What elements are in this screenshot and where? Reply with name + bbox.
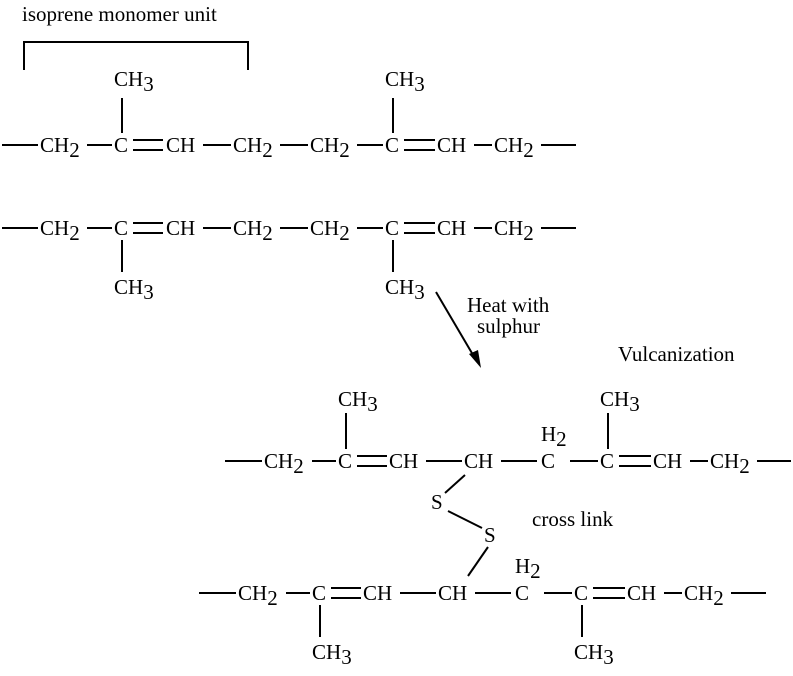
ch-group: CH [627,581,656,605]
ch2-group: CH2 [264,449,304,478]
reaction-arrow-shaft [435,291,477,361]
monomer-unit-bracket [23,41,249,70]
ch3-group: CH3 [385,67,425,96]
carbon-atom: C [312,581,326,605]
ch-group: CH [166,216,195,240]
ch3-group: CH3 [600,387,640,416]
carbon-atom: C [515,581,529,605]
caption-heat-with: Heat with [467,293,550,317]
bond [444,474,466,494]
ch3-group: CH3 [574,640,614,669]
ch-group: CH [438,581,467,605]
polyisoprene-chain-2: CH2 C CH3 CH CH2 CH2 C CH3 CH CH2 [2,216,576,304]
carbon-atom: C [600,449,614,473]
ch2-group: CH2 [233,216,273,245]
carbon-atom: C [385,216,399,240]
ch3-group: CH3 [114,67,154,96]
ch2-group: CH2 [40,216,80,245]
h2-label: H2 [541,422,567,451]
vulcanized-chain-1: CH2 C CH3 CH CH H2 C C CH3 CH CH2 [225,387,791,478]
carbon-atom: C [114,133,128,157]
ch2-group: CH2 [233,133,273,162]
ch-group: CH [166,133,195,157]
ch2-group: CH2 [40,133,80,162]
carbon-atom: C [385,133,399,157]
carbon-atom: C [338,449,352,473]
ch2-group: CH2 [494,216,534,245]
ch2-group: CH2 [310,216,350,245]
ch2-group: CH2 [684,581,724,610]
ch-group: CH [653,449,682,473]
ch2-group: CH2 [310,133,350,162]
carbon-atom: C [574,581,588,605]
bond [467,546,489,577]
ch-group: CH [464,449,493,473]
sulfur-atom: S [484,523,496,547]
vulcanized-chain-2: CH2 C CH3 CH CH H2 C C CH3 CH CH2 [199,554,766,669]
bond [447,510,483,529]
carbon-atom: C [114,216,128,240]
caption-vulcanization: Vulcanization [618,342,735,366]
carbon-atom: C [541,449,555,473]
ch-group: CH [389,449,418,473]
ch2-group: CH2 [494,133,534,162]
sulfur-atom: S [431,490,443,514]
ch3-group: CH3 [312,640,352,669]
ch3-group: CH3 [338,387,378,416]
h2-label: H2 [515,554,541,583]
ch2-group: CH2 [238,581,278,610]
caption-monomer-unit: isoprene monomer unit [22,2,217,26]
reaction-arrow-head [469,350,481,368]
caption-sulphur: sulphur [477,314,540,338]
ch-group: CH [437,216,466,240]
ch3-group: CH3 [385,275,425,304]
caption-cross-link: cross link [532,507,614,531]
ch3-group: CH3 [114,275,154,304]
ch2-group: CH2 [710,449,750,478]
ch-group: CH [437,133,466,157]
polyisoprene-chain-1: CH2 C CH3 CH CH2 CH2 C CH3 CH CH2 [2,67,576,162]
ch-group: CH [363,581,392,605]
disulfide-cross-link: S S [431,474,496,577]
